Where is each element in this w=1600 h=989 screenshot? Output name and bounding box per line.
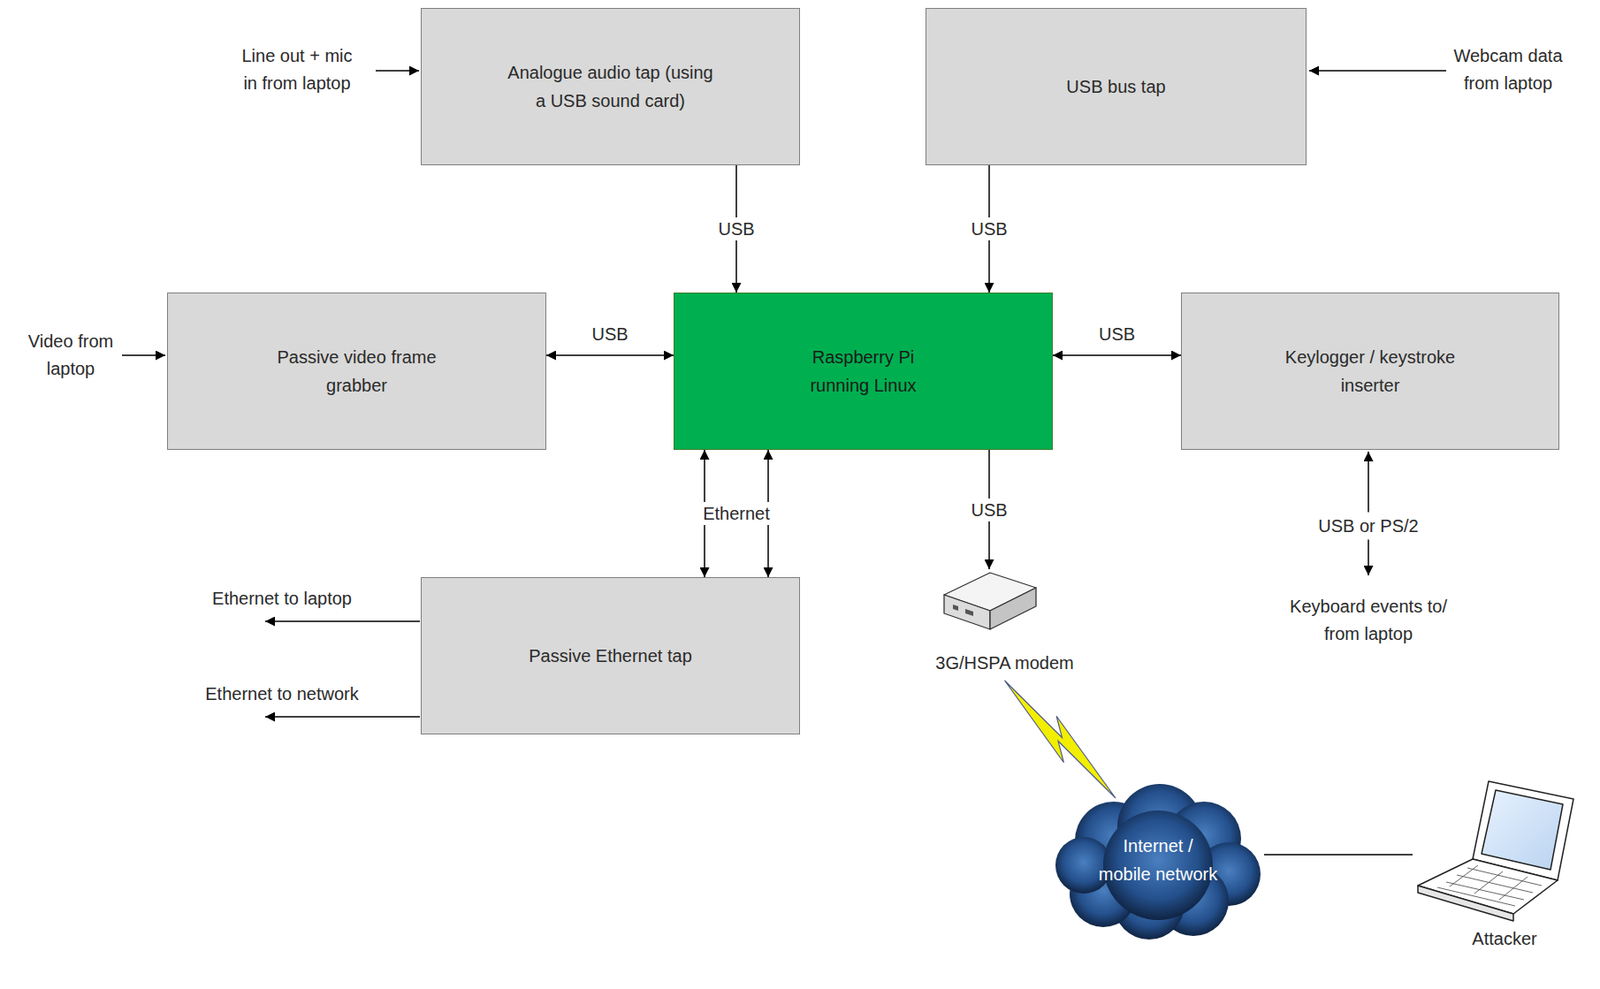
tap-box: Analogue audio tap (using a USB sound ca… bbox=[420, 7, 800, 166]
node-text: USB bus tap bbox=[1066, 72, 1166, 101]
node-text: Passive Ethernet tap bbox=[528, 641, 693, 671]
tap-box: Passive Ethernet tap bbox=[420, 577, 800, 735]
connector-label: USB bbox=[588, 322, 631, 346]
modem-icon bbox=[944, 572, 1037, 630]
node-text: 3G/HSPA modem bbox=[922, 648, 1087, 678]
input-arrow bbox=[121, 354, 166, 357]
keylogger-box: Keylogger / keystroke inserter bbox=[1180, 292, 1560, 450]
node-text: Passive video frame grabber bbox=[268, 342, 446, 400]
annotation-label: Ethernet to laptop bbox=[212, 585, 352, 613]
annotation-label: Webcam data from laptop bbox=[1448, 42, 1569, 98]
input-arrow bbox=[1309, 69, 1447, 72]
node-text: Internet / mobile network bbox=[1096, 831, 1220, 889]
connector-label: USB bbox=[1096, 322, 1138, 346]
node-text: Analogue audio tap (using a USB sound ca… bbox=[505, 58, 716, 115]
connector bbox=[1264, 853, 1413, 856]
node-text: Raspberry Pi running Linux bbox=[801, 342, 926, 400]
computer-box: Raspberry Pi running Linux bbox=[673, 292, 1053, 450]
output-arrow bbox=[265, 620, 420, 623]
connector bbox=[1052, 354, 1181, 357]
connector-label: USB bbox=[967, 498, 1010, 522]
annotation-label: USB or PS/2 bbox=[1314, 512, 1422, 541]
annotation-label: Ethernet to network bbox=[205, 680, 359, 709]
node-text: Keylogger / keystroke inserter bbox=[1275, 342, 1466, 400]
input-arrow bbox=[375, 69, 420, 72]
wireless-link bbox=[1005, 680, 1117, 799]
output-arrow bbox=[265, 716, 420, 718]
connector-label: USB bbox=[715, 217, 757, 241]
modem-node: 3G/HSPA modem bbox=[922, 569, 1087, 678]
annotation-label: Line out + mic in from laptop bbox=[237, 42, 358, 98]
cloud-shape bbox=[1051, 780, 1265, 940]
network-cloud: Internet / mobile network bbox=[1051, 780, 1265, 940]
node-text: Attacker bbox=[1424, 924, 1585, 953]
annotation-label: Video from laptop bbox=[22, 327, 120, 383]
connector-label: Ethernet bbox=[700, 502, 773, 526]
connector bbox=[546, 354, 674, 357]
annotation-label: Keyboard events to/ from laptop bbox=[1282, 593, 1456, 648]
laptop-icon bbox=[1417, 781, 1574, 922]
attacker-node: Attacker bbox=[1412, 776, 1597, 953]
connector-label: USB bbox=[967, 217, 1010, 241]
tap-box: USB bus tap bbox=[925, 7, 1307, 166]
grabber-box: Passive video frame grabber bbox=[167, 292, 547, 450]
